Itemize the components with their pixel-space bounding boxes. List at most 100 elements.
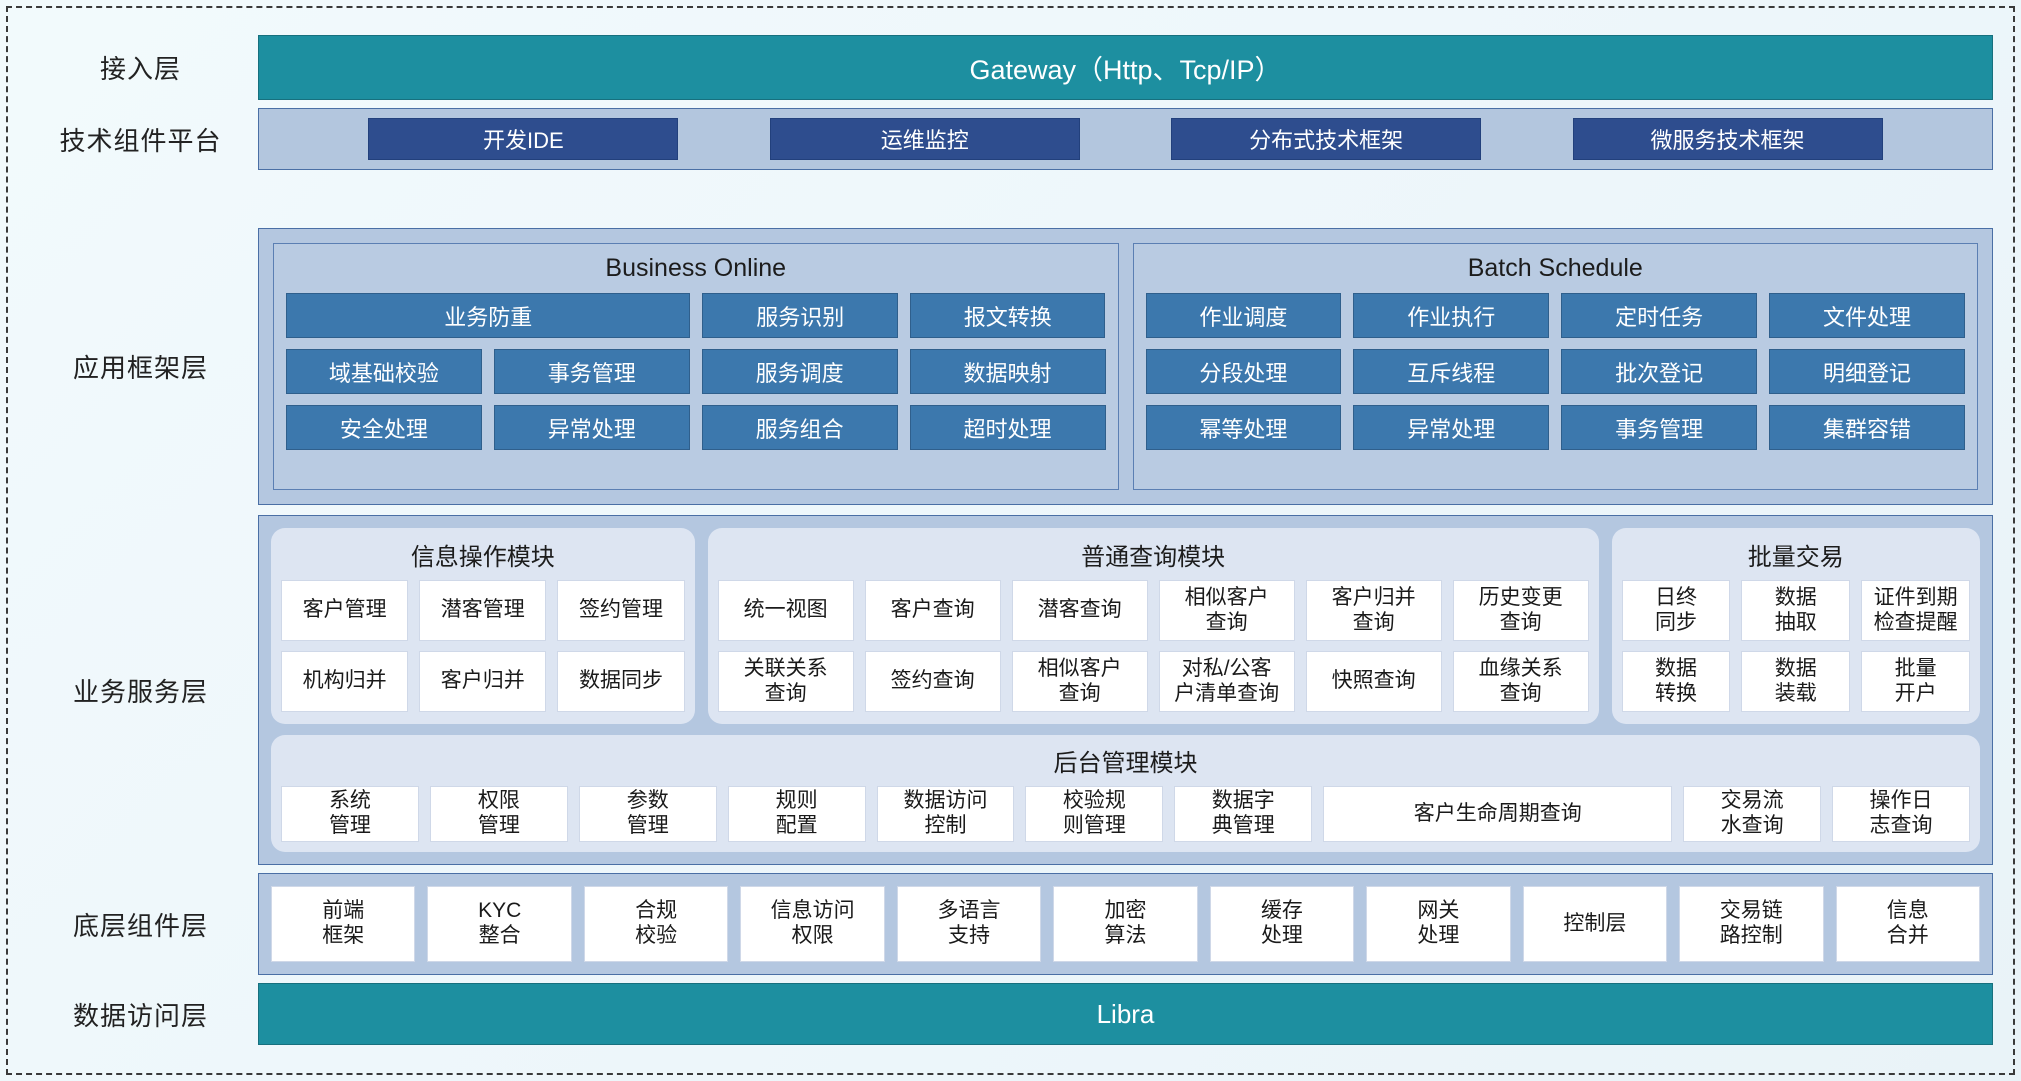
app-framework-cell[interactable]: 超时处理 <box>909 405 1106 450</box>
app-framework-cell[interactable]: 安全处理 <box>286 405 482 450</box>
business-service-band: 信息操作模块客户管理潜客管理签约管理机构归并客户归并数据同步普通查询模块统一视图… <box>258 515 1993 865</box>
business-service-row: 数据 转换数据 装载批量 开户 <box>1621 651 1970 713</box>
app-framework-cell[interactable]: 异常处理 <box>1353 405 1550 450</box>
app-framework-cell[interactable]: 数据映射 <box>909 349 1106 394</box>
business-service-cell[interactable]: 相似客户 查询 <box>1011 651 1148 713</box>
tech-platform-band: 开发IDE 运维监控 分布式技术框架 微服务技术框架 <box>258 108 1993 170</box>
business-service-cell[interactable]: 数据同步 <box>557 651 685 713</box>
admin-module-title: 后台管理模块 <box>1053 750 1198 778</box>
bottom-component-cell[interactable]: 交易链 路控制 <box>1679 886 1824 962</box>
admin-module-cell[interactable]: 交易流 水查询 <box>1683 786 1822 842</box>
bottom-component-cell[interactable]: 信息访问 权限 <box>740 886 885 962</box>
gateway-band: Gateway（Http、Tcp/IP） <box>258 35 1993 100</box>
admin-module-cell[interactable]: 客户生命周期查询 <box>1323 786 1673 842</box>
app-framework-cell[interactable]: 互斥线程 <box>1353 349 1550 394</box>
business-service-cell[interactable]: 签约查询 <box>864 651 1001 713</box>
business-service-cell[interactable]: 潜客管理 <box>419 580 547 642</box>
business-service-cell[interactable]: 签约管理 <box>557 580 685 642</box>
business-service-cell[interactable]: 日终 同步 <box>1621 580 1731 642</box>
business-service-cell[interactable]: 数据 抽取 <box>1741 580 1851 642</box>
bottom-component-cell[interactable]: 合规 校验 <box>583 886 729 962</box>
business-service-cell[interactable]: 客户归并 <box>419 651 547 713</box>
row-label-tech-platform: 技术组件平台 <box>59 125 222 156</box>
row-label-access-layer: 接入层 <box>99 54 181 84</box>
bottom-component-cell[interactable]: 网关 处理 <box>1366 886 1511 962</box>
app-framework-cell[interactable]: 明细登记 <box>1769 349 1965 394</box>
app-framework-cell[interactable]: 域基础校验 <box>286 349 482 394</box>
business-service-cell[interactable]: 数据 转换 <box>1621 651 1731 713</box>
admin-module-group: 后台管理模块 系统 管理权限 管理参数 管理规则 配置数据访问 控制校验规 则管… <box>271 735 1980 852</box>
business-service-group-1: 信息操作模块客户管理潜客管理签约管理机构归并客户归并数据同步 <box>271 528 695 725</box>
app-framework-cell[interactable]: 事务管理 <box>1561 405 1758 450</box>
app-framework-group-title: Business Online <box>605 254 787 282</box>
admin-module-cell[interactable]: 操作日 志查询 <box>1832 786 1970 842</box>
business-service-cell[interactable]: 血缘关系 查询 <box>1452 651 1589 713</box>
business-service-cell[interactable]: 机构归并 <box>281 651 409 713</box>
app-framework-cell[interactable]: 分段处理 <box>1145 349 1342 394</box>
app-framework-cell[interactable]: 批次登记 <box>1561 349 1758 394</box>
bottom-component-cell[interactable]: 信息 合并 <box>1835 886 1980 962</box>
business-service-group-3: 批量交易日终 同步数据 抽取证件到期 检查提醒数据 转换数据 装载批量 开户 <box>1611 528 1980 725</box>
app-framework-cell[interactable]: 作业执行 <box>1353 293 1550 338</box>
business-service-cell[interactable]: 批量 开户 <box>1861 651 1970 713</box>
diagram-outer-border <box>6 6 2015 1075</box>
admin-module-cell[interactable]: 权限 管理 <box>429 786 568 842</box>
business-service-cell[interactable]: 客户归并 查询 <box>1305 580 1442 642</box>
business-service-cell[interactable]: 客户管理 <box>281 580 409 642</box>
app-framework-cell[interactable]: 服务组合 <box>701 405 898 450</box>
app-framework-cell[interactable]: 事务管理 <box>493 349 690 394</box>
app-framework-cell[interactable]: 服务调度 <box>701 349 898 394</box>
business-service-cell[interactable]: 相似客户 查询 <box>1158 580 1295 642</box>
bottom-component-cell[interactable]: 加密 算法 <box>1053 886 1198 962</box>
row-label-data-access: 数据访问层 <box>72 1000 208 1031</box>
tech-chip-4[interactable]: 微服务技术框架 <box>1572 118 1883 160</box>
business-service-cell[interactable]: 关联关系 查询 <box>717 651 854 713</box>
row-label-business-service: 业务服务层 <box>72 676 208 707</box>
admin-module-cell[interactable]: 系统 管理 <box>281 786 419 842</box>
business-service-cell[interactable]: 证件到期 检查提醒 <box>1861 580 1970 642</box>
app-framework-row: 幂等处理异常处理事务管理集群容错 <box>1145 405 1965 450</box>
business-service-row: 统一视图客户查询潜客查询相似客户 查询客户归并 查询历史变更 查询 <box>717 580 1589 642</box>
app-framework-cell[interactable]: 幂等处理 <box>1145 405 1342 450</box>
app-framework-group-title: Batch Schedule <box>1467 254 1643 282</box>
admin-module-cell[interactable]: 参数 管理 <box>578 786 717 842</box>
app-framework-cell[interactable]: 业务防重 <box>286 293 691 338</box>
bottom-component-cell[interactable]: KYC 整合 <box>427 886 572 962</box>
row-label-bottom-components: 底层组件层 <box>72 910 208 941</box>
app-framework-row: 作业调度作业执行定时任务文件处理 <box>1145 293 1965 338</box>
app-framework-cell[interactable]: 异常处理 <box>493 405 690 450</box>
app-framework-cell[interactable]: 集群容错 <box>1769 405 1965 450</box>
app-framework-row: 域基础校验事务管理服务调度数据映射 <box>286 349 1106 394</box>
admin-module-cell[interactable]: 校验规 则管理 <box>1025 786 1164 842</box>
business-service-group-title: 批量交易 <box>1747 544 1844 571</box>
app-framework-cell[interactable]: 服务识别 <box>702 293 898 338</box>
business-service-groups-row: 信息操作模块客户管理潜客管理签约管理机构归并客户归并数据同步普通查询模块统一视图… <box>271 528 1980 725</box>
bottom-component-cell[interactable]: 缓存 处理 <box>1209 886 1355 962</box>
business-service-cell[interactable]: 对私/公客 户清单查询 <box>1158 651 1295 713</box>
tech-chip-3[interactable]: 分布式技术框架 <box>1171 118 1482 160</box>
business-service-cell[interactable]: 统一视图 <box>717 580 854 642</box>
bottom-component-cell[interactable]: 多语言 支持 <box>896 886 1042 962</box>
admin-module-cell[interactable]: 数据访问 控制 <box>876 786 1015 842</box>
app-framework-row: 业务防重服务识别报文转换 <box>286 293 1106 338</box>
business-service-cell[interactable]: 数据 装载 <box>1741 651 1851 713</box>
business-service-group-title: 信息操作模块 <box>410 544 555 571</box>
business-service-cell[interactable]: 潜客查询 <box>1011 580 1148 642</box>
business-service-cell[interactable]: 历史变更 查询 <box>1452 580 1589 642</box>
tech-chip-1[interactable]: 开发IDE <box>368 118 679 160</box>
tech-chip-2[interactable]: 运维监控 <box>769 118 1080 160</box>
app-framework-cell[interactable]: 定时任务 <box>1561 293 1758 338</box>
business-service-cell[interactable]: 客户查询 <box>864 580 1001 642</box>
bottom-component-cell[interactable]: 前端 框架 <box>271 886 416 962</box>
app-framework-cell[interactable]: 作业调度 <box>1145 293 1342 338</box>
bottom-component-cell[interactable]: 控制层 <box>1522 886 1668 962</box>
admin-module-row: 后台管理模块 系统 管理权限 管理参数 管理规则 配置数据访问 控制校验规 则管… <box>271 735 1980 852</box>
business-service-group-2: 普通查询模块统一视图客户查询潜客查询相似客户 查询客户归并 查询历史变更 查询关… <box>707 528 1599 725</box>
admin-module-cell[interactable]: 数据字 典管理 <box>1174 786 1313 842</box>
app-framework-cell[interactable]: 报文转换 <box>909 293 1106 338</box>
app-framework-cell[interactable]: 文件处理 <box>1769 293 1965 338</box>
business-service-cell[interactable]: 快照查询 <box>1305 651 1442 713</box>
admin-module-cell[interactable]: 规则 配置 <box>727 786 866 842</box>
